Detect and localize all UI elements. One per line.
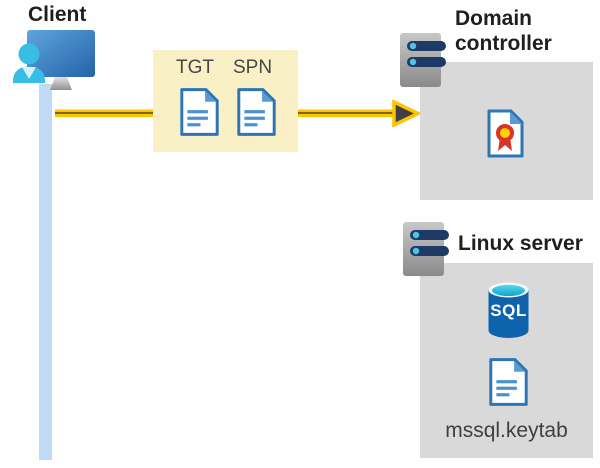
linux-server-label: Linux server bbox=[458, 232, 583, 255]
tgt-document-icon bbox=[180, 88, 219, 136]
sql-label: SQL bbox=[490, 301, 527, 320]
certificate-icon bbox=[487, 109, 524, 158]
arrowhead-icon bbox=[392, 99, 421, 128]
linux-server-icon bbox=[403, 222, 449, 276]
keytab-filename-label: mssql.keytab bbox=[445, 419, 568, 442]
client-label: Client bbox=[28, 3, 87, 26]
spn-label: SPN bbox=[233, 57, 273, 78]
keytab-document-icon bbox=[489, 358, 528, 406]
client-connection-line bbox=[39, 84, 52, 460]
spn-document-icon bbox=[237, 88, 276, 136]
domain-controller-server-icon bbox=[400, 33, 446, 87]
domain-controller-label: Domain controller bbox=[455, 7, 552, 55]
ticket-box: TGT SPN bbox=[153, 50, 298, 152]
client-workstation-icon bbox=[13, 30, 95, 90]
user-icon bbox=[13, 43, 45, 83]
sql-database-icon: SQL bbox=[486, 281, 531, 340]
monitor-icon bbox=[27, 30, 95, 90]
tgt-label: TGT bbox=[176, 57, 214, 78]
